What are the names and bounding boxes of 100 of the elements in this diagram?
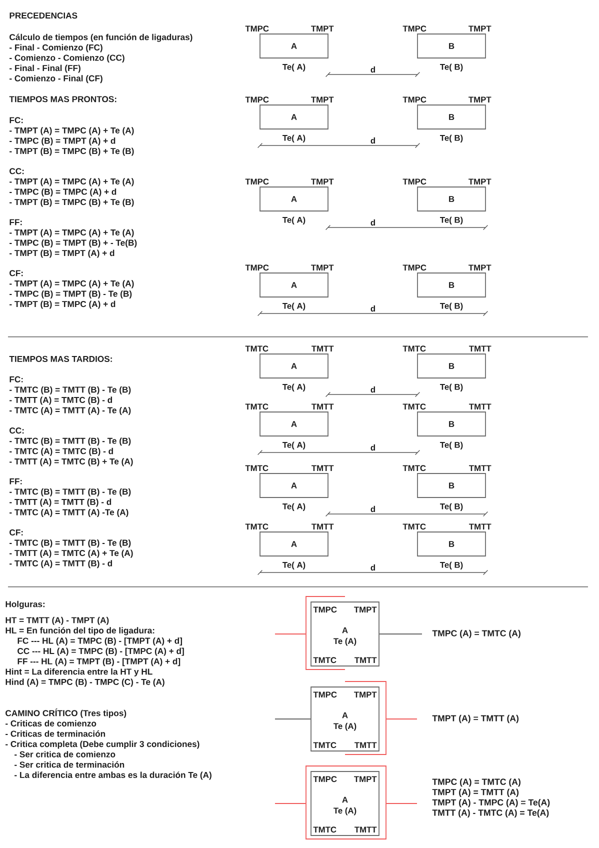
time-label: TMTT xyxy=(312,465,334,471)
activity-box: A xyxy=(260,272,328,298)
time-label: TMPT xyxy=(468,178,492,184)
activity-box: B xyxy=(417,186,486,212)
time-label: TMPT xyxy=(311,264,334,270)
duration-label: Te (A) xyxy=(334,807,356,816)
time-label: TMTC xyxy=(402,465,426,472)
equation-text: - TMPC (B) = TMPC (A) + d xyxy=(10,188,116,196)
time-label: TMPC xyxy=(245,96,269,103)
time-label: TMTT xyxy=(469,524,492,530)
heading: PRECEDENCIAS xyxy=(10,12,78,19)
list-item: - Comienzo - Comienzo (CC) xyxy=(10,54,124,62)
duration-label: Te( A) xyxy=(282,384,306,392)
list-item: - Ser critica de terminación xyxy=(14,761,124,768)
activity-box: B xyxy=(417,272,486,298)
activity-box: A xyxy=(260,473,328,498)
equation-text: FC --- HL (A) = TMPC (B) - [TMPT (A) + d] xyxy=(18,637,182,646)
connector-line xyxy=(386,718,418,720)
intro-text: Cálculo de tiempos (en función de ligaduras) xyxy=(10,34,192,42)
dimension-label: d xyxy=(370,564,375,571)
note-text: HL = En función del tipo de ligadura: xyxy=(6,627,154,636)
time-label: TMTC xyxy=(245,346,268,352)
list-item: - La diferencia entre ambas es la duración Te (A) xyxy=(14,772,212,780)
equation-text: - TMTC (B) = TMTT (B) - Te (B) xyxy=(10,386,131,394)
dimension-label: d xyxy=(370,66,375,73)
time-label: TMTT xyxy=(312,346,334,352)
duration-label: Te( A) xyxy=(282,562,306,570)
case-label: CC: xyxy=(10,168,24,174)
activity-name: A xyxy=(342,796,348,803)
equation-text: TMPC (A) = TMTC (A) xyxy=(432,630,520,638)
time-label: TMPT xyxy=(468,264,492,270)
time-label: TMTC xyxy=(245,524,268,530)
time-label: TMPC xyxy=(245,26,269,32)
time-label: TMTC xyxy=(402,524,426,530)
equation-text: - TMPT (A) = TMPC (A) + Te (A) xyxy=(10,280,134,288)
equation-text: - TMPT (B) = TMPC (A) + d xyxy=(10,300,116,309)
time-label: TMTT xyxy=(469,346,492,352)
time-label: TMPC xyxy=(402,178,426,185)
time-label: TMPT xyxy=(311,26,334,32)
dimension-label: d xyxy=(370,305,375,312)
case-label: CF: xyxy=(10,270,23,276)
dimension-label: d xyxy=(370,444,375,451)
equation-text: - TMPC (B) = TMPT (B) + - Te(B) xyxy=(10,239,137,248)
case-label: FC: xyxy=(10,376,23,382)
equation-text: - TMTC (B) = TMTT (B) - Te (B) xyxy=(10,539,131,548)
activity-box: A xyxy=(260,186,328,212)
heading: CAMINO CRÍTICO (Tres tipos) xyxy=(6,708,126,718)
time-label: TMPC xyxy=(402,264,426,271)
time-label: TMTT xyxy=(312,404,334,410)
case-label: CF: xyxy=(10,529,23,536)
duration-label: Te( B) xyxy=(440,384,463,392)
equation-text: - TMPT (B) = TMPC (B) + Te (B) xyxy=(10,148,134,156)
activity-name: A xyxy=(342,712,348,718)
duration-label: Te( A) xyxy=(282,442,306,450)
time-label: TMTC xyxy=(245,465,268,472)
equation-text: TMTT (A) - TMTC (A) = Te(A) xyxy=(432,809,549,818)
equation-text: TMPT (A) = TMTT (A) xyxy=(432,788,519,797)
equation-text: TMPT (A) = TMTT (A) xyxy=(432,714,519,724)
dimension-label: d xyxy=(370,386,375,393)
equation-text: HT = TMTT (A) - TMPT (A) xyxy=(6,616,109,625)
dimension-label: d xyxy=(370,137,375,144)
equation-text: - TMTT (A) = TMTC (B) - d xyxy=(10,396,112,405)
duration-label: Te( B) xyxy=(440,64,463,72)
time-label: TMPT xyxy=(354,606,377,612)
equation-text: TMPT (A) - TMPC (A) = Te(A) xyxy=(432,799,550,808)
time-label: TMTT xyxy=(469,465,492,471)
equation-text: - TMTC (A) = TMTT (A) -Te (A) xyxy=(10,508,128,517)
case-label: FF: xyxy=(10,478,22,484)
activity-box: B xyxy=(417,34,486,58)
equation-text: - TMPT (A) = TMPC (A) + Te (A) xyxy=(10,127,134,136)
time-label: TMPC xyxy=(313,692,337,698)
heading: TIEMPOS MAS TARDIOS: xyxy=(9,356,112,362)
activity-box: B xyxy=(417,412,486,436)
time-label: TMPC xyxy=(402,96,426,103)
time-label: TMPC xyxy=(313,606,337,613)
list-item: - Ser critica de comienzo xyxy=(14,751,116,758)
equation-text: - TMTC (A) = TMTT (B) - d xyxy=(10,560,112,568)
time-label: TMTC xyxy=(402,404,426,410)
time-label: TMTC xyxy=(313,742,336,748)
equation-text: - TMPC (B) = TMPT (B) - Te (B) xyxy=(10,290,132,298)
time-label: TMPT xyxy=(311,178,334,184)
activity-box: A xyxy=(260,104,328,130)
time-label: TMPT xyxy=(468,26,492,32)
equation-text: - TMPT (B) = TMPT (A) + d xyxy=(10,250,114,258)
case-label: FF: xyxy=(10,219,22,226)
connector-line xyxy=(274,718,311,720)
time-label: TMPT xyxy=(468,96,492,102)
time-label: TMTC xyxy=(313,826,336,833)
activity-box: B xyxy=(417,473,486,498)
equation-text: - TMTT (A) = TMTT (B) - d xyxy=(10,498,112,507)
duration-label: Te( A) xyxy=(282,503,306,512)
duration-label: Te( A) xyxy=(282,216,306,225)
time-label: TMPC xyxy=(245,264,269,271)
activity-name: A xyxy=(342,627,348,634)
time-label: TMTT xyxy=(312,524,334,530)
equation-text: - TMPC (B) = TMPT (A) + d xyxy=(10,137,116,146)
heading: Holguras: xyxy=(6,600,44,609)
equation-text: - TMTC (B) = TMTT (B) - Te (B) xyxy=(10,488,131,496)
time-label: TMPT xyxy=(354,776,377,782)
equation-text: - TMPT (A) = TMPC (A) + Te (A) xyxy=(10,178,134,186)
